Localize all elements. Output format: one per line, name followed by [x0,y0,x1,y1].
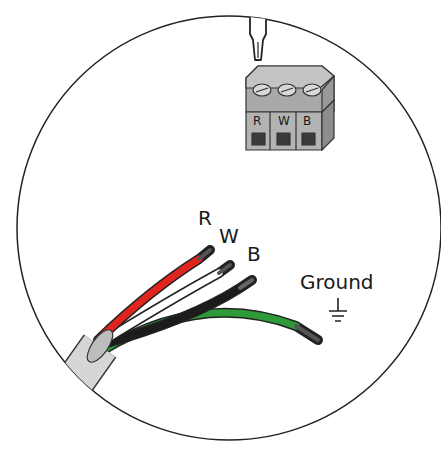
wire-label: W [219,226,239,246]
terminal-letter: R [253,115,261,127]
wire-label: B [247,244,261,264]
wire-label: R [198,208,212,228]
ground-symbol [329,298,347,321]
ground-label: Ground [300,272,374,292]
red-wire [98,259,199,340]
terminal-letter: B [303,115,311,127]
wires [98,250,318,352]
screwdriver-slot [257,42,258,58]
terminal-block [246,66,334,150]
screwdriver [250,0,266,60]
terminal-letter: W [278,115,290,127]
